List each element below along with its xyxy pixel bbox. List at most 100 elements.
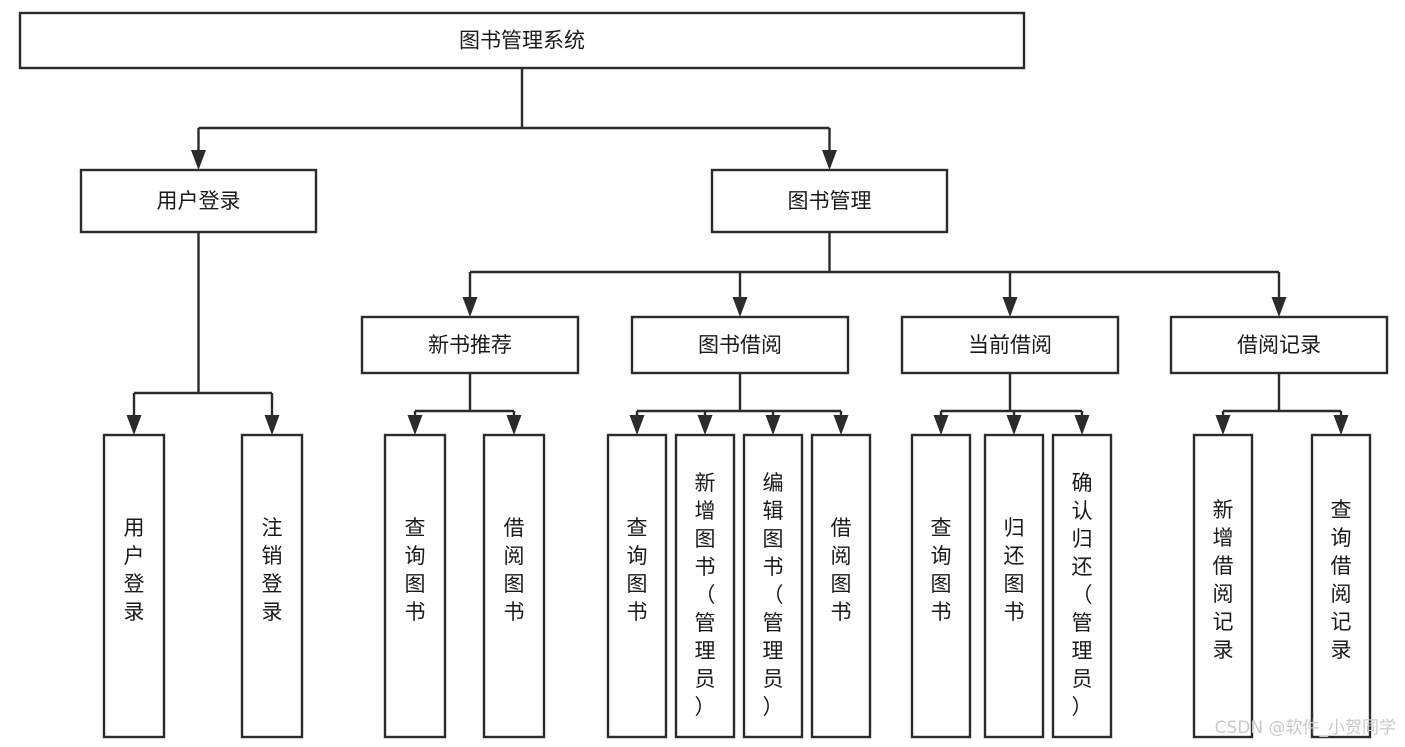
root-to-level2-arrow-1 (822, 150, 837, 170)
borrowrecord-to-leaves-arrow-1 (1333, 415, 1349, 435)
node-leaf-query-book-borrow-label-char: 询 (627, 544, 648, 568)
currentborrow-to-leaves-arrow-0 (933, 415, 949, 435)
node-leaf-add-borrow-record-rect[interactable] (1192, 433, 1254, 739)
bookmgmt-to-level3-arrow-1 (732, 297, 748, 317)
node-book-management[interactable]: 图书管理 (710, 168, 949, 234)
node-leaf-query-book-borrow-rect[interactable] (606, 433, 668, 739)
node-book-borrow[interactable]: 图书借阅 (630, 315, 850, 375)
node-leaf-confirm-return-admin-label-char: 理 (1072, 639, 1093, 663)
node-leaf-confirm-return-admin-rect[interactable] (1051, 433, 1113, 739)
bookborrow-to-leaves-arrow-1 (697, 415, 713, 435)
node-leaf-logout-login-label-char: 销 (262, 544, 283, 568)
node-current-borrow[interactable]: 当前借阅 (900, 315, 1120, 375)
node-leaf-confirm-return-admin-label-char: 员 (1072, 667, 1093, 691)
bookmgmt-to-level3-arrow-0 (462, 297, 478, 317)
node-leaf-add-borrow-record-label-char: 阅 (1213, 582, 1234, 606)
node-leaf-add-book-admin-label-char: 员 (695, 667, 716, 691)
node-leaf-edit-book-admin-label-char: 管 (763, 611, 784, 635)
root-to-level2-arrow-0 (191, 150, 206, 170)
node-leaf-return-book-label-char: 图 (1004, 572, 1025, 596)
node-leaf-add-book-admin-label-char: 书 (695, 555, 716, 579)
bookmgmt-to-level3-arrow-2 (1002, 297, 1018, 317)
node-leaf-user-login-label-char: 登 (124, 572, 145, 596)
userlogin-to-leaves-arrow-1 (264, 415, 280, 435)
node-leaf-query-book-rec-label-char: 书 (405, 600, 426, 624)
node-book-management-rect[interactable] (710, 168, 949, 234)
node-leaf-query-book-rec-rect[interactable] (383, 433, 447, 739)
node-leaf-query-borrow-record-label-char: 查 (1331, 498, 1352, 522)
node-leaf-add-borrow-record-label-char: 增 (1213, 526, 1234, 550)
node-new-book-recommend-label: 新书推荐 (428, 333, 512, 357)
node-leaf-user-login-rect[interactable] (102, 433, 166, 739)
node-leaf-logout-login-rect[interactable] (240, 433, 304, 739)
node-root-图书管理系统[interactable]: 图书管理系统 (18, 11, 1026, 70)
node-leaf-add-borrow-record-label-char: 记 (1213, 610, 1234, 634)
node-leaf-query-book-borrow-label-char: 查 (627, 516, 648, 540)
node-leaf-confirm-return-admin-label-char: 管 (1072, 611, 1093, 635)
node-leaf-return-book-rect[interactable] (983, 433, 1045, 739)
node-leaf-borrow-book-rec-rect[interactable] (482, 433, 546, 739)
node-user-login-rect[interactable] (79, 168, 318, 234)
borrowrecord-to-leaves-arrow-0 (1215, 415, 1231, 435)
node-leaf-add-book-admin-rect[interactable] (674, 433, 736, 739)
node-leaf-logout-login-label-char: 登 (262, 572, 283, 596)
node-book-management-label: 图书管理 (788, 189, 872, 213)
node-root-图书管理系统-label: 图书管理系统 (459, 29, 585, 53)
node-borrow-record[interactable]: 借阅记录 (1169, 315, 1389, 375)
node-leaf-query-book-current-label-char: 书 (931, 600, 952, 624)
node-book-borrow-rect[interactable] (630, 315, 850, 375)
node-leaf-confirm-return-admin-label-char: 归 (1072, 527, 1093, 551)
node-leaf-query-book-current-rect[interactable] (910, 433, 972, 739)
bookborrow-to-leaves-arrow-2 (765, 415, 781, 435)
node-leaf-add-book-admin-label-char: 理 (695, 639, 716, 663)
node-leaf-confirm-return-admin-label-char: 还 (1072, 555, 1093, 579)
node-leaf-borrow-book-rect[interactable] (810, 433, 872, 739)
node-leaf-user-login-label-char: 户 (124, 544, 145, 568)
node-current-borrow-label: 当前借阅 (968, 333, 1052, 357)
node-leaf-add-book-admin-label-char: 新 (695, 471, 716, 495)
node-new-book-recommend-rect[interactable] (360, 315, 580, 375)
node-leaf-user-login[interactable]: 用户登录 (102, 433, 166, 739)
node-leaf-edit-book-admin-label-char: 编 (763, 471, 784, 495)
node-user-login[interactable]: 用户登录 (79, 168, 318, 234)
node-box-layer: 图书管理系统用户登录图书管理新书推荐图书借阅当前借阅借阅记录用户登录注销登录查询… (18, 11, 1389, 739)
node-leaf-query-borrow-record-rect[interactable] (1310, 433, 1372, 739)
node-leaf-add-book-admin-label-char: （ (695, 583, 716, 607)
node-leaf-edit-book-admin-label-char: ） (763, 695, 784, 719)
node-leaf-logout-login-label-char: 注 (262, 516, 283, 540)
node-leaf-return-book-label-char: 还 (1004, 544, 1025, 568)
node-root-图书管理系统-rect[interactable] (18, 11, 1026, 70)
node-leaf-add-borrow-record-label-char: 新 (1213, 498, 1234, 522)
node-leaf-edit-book-admin-label-char: 书 (763, 555, 784, 579)
bookborrow-to-leaves-arrow-3 (833, 415, 849, 435)
node-book-borrow-label: 图书借阅 (698, 333, 782, 357)
node-leaf-query-book-borrow-label-char: 书 (627, 600, 648, 624)
node-leaf-user-login-label-char: 录 (124, 600, 145, 624)
node-leaf-edit-book-admin-rect[interactable] (742, 433, 804, 739)
node-leaf-borrow-book-rec-label-char: 图 (504, 572, 525, 596)
currentborrow-to-leaves-arrow-1 (1006, 415, 1022, 435)
node-leaf-add-book-admin-label-char: 管 (695, 611, 716, 635)
node-borrow-record-rect[interactable] (1169, 315, 1389, 375)
node-current-borrow-rect[interactable] (900, 315, 1120, 375)
node-leaf-edit-book-admin-label-char: 理 (763, 639, 784, 663)
node-leaf-query-borrow-record-label-char: 借 (1331, 554, 1352, 578)
node-leaf-query-borrow-record-label-char: 记 (1331, 610, 1352, 634)
node-leaf-confirm-return-admin-label-char: （ (1072, 583, 1093, 607)
node-new-book-recommend[interactable]: 新书推荐 (360, 315, 580, 375)
node-leaf-query-borrow-record-label-char: 阅 (1331, 582, 1352, 606)
bookmgmt-to-level3-arrow-3 (1271, 297, 1287, 317)
node-leaf-query-book-rec-label-char: 图 (405, 572, 426, 596)
